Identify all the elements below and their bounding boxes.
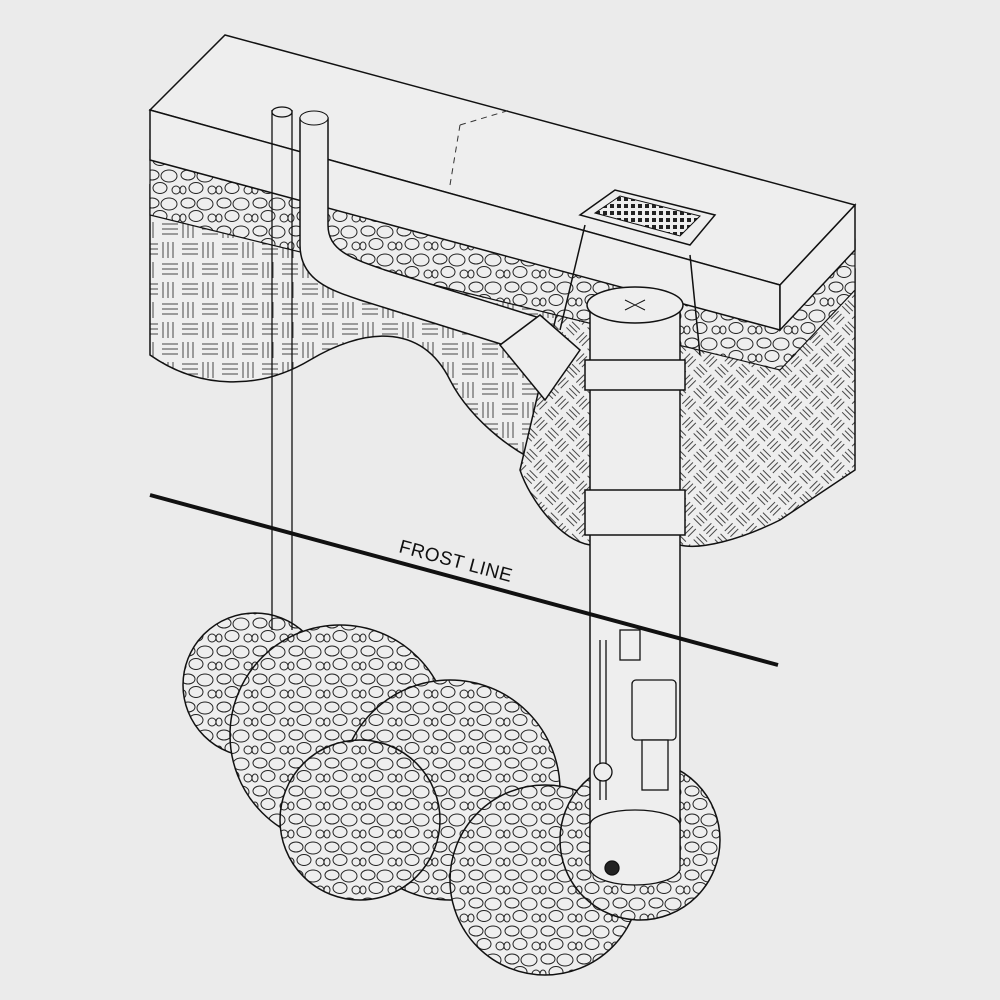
- pump-assembly: [589, 629, 681, 886]
- grate-box-walls: [559, 224, 701, 356]
- coupling: [584, 489, 686, 536]
- vent-conduit: [271, 106, 293, 630]
- cleanout-cap: [299, 110, 329, 126]
- coupling: [584, 359, 686, 391]
- cap-mark-icon: [624, 299, 646, 311]
- soil-left: [149, 184, 561, 471]
- concrete-slab-side: [779, 203, 856, 332]
- grate: [593, 195, 701, 237]
- wye-branch: [498, 314, 582, 402]
- hidden-line: [459, 109, 511, 126]
- frost-line: [149, 493, 779, 667]
